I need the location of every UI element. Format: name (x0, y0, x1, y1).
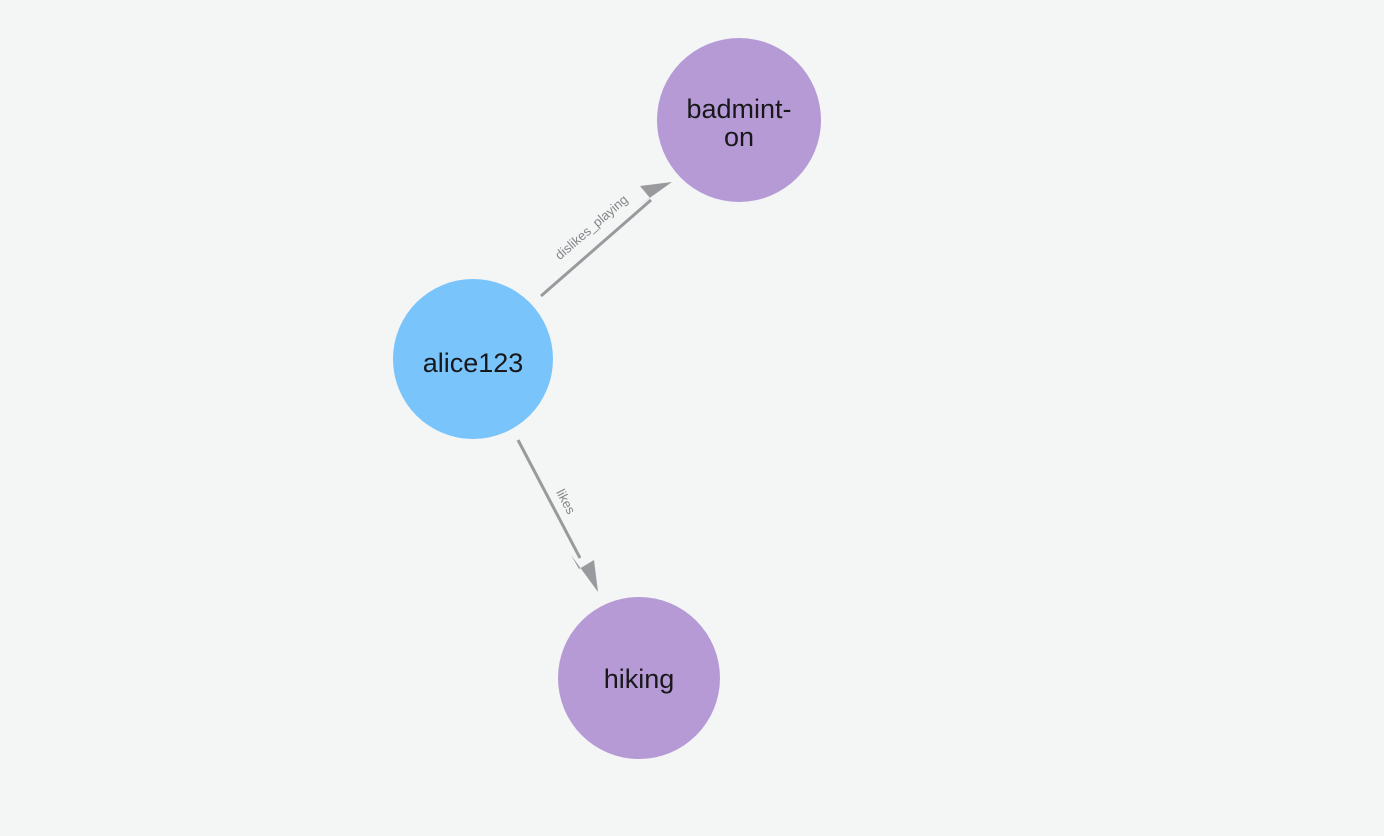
node-badminton[interactable]: badmint- on (657, 38, 821, 202)
edge-likes[interactable]: likes (516, 439, 598, 592)
edge-likes-line[interactable] (516, 439, 582, 559)
edge-dislikes-playing-line[interactable] (540, 198, 652, 298)
node-hiking[interactable]: hiking (558, 597, 720, 759)
nodes-layer: badmint- on alice123 hiking (393, 38, 821, 759)
edge-likes-arrowhead (571, 555, 598, 592)
edge-dislikes-playing-arrowhead (637, 182, 672, 207)
node-hiking-circle[interactable] (558, 597, 720, 759)
edge-dislikes-playing[interactable]: dislikes_playing (540, 182, 672, 298)
node-alice123[interactable]: alice123 (393, 279, 553, 439)
node-badminton-circle[interactable] (657, 38, 821, 202)
node-alice123-circle[interactable] (393, 279, 553, 439)
